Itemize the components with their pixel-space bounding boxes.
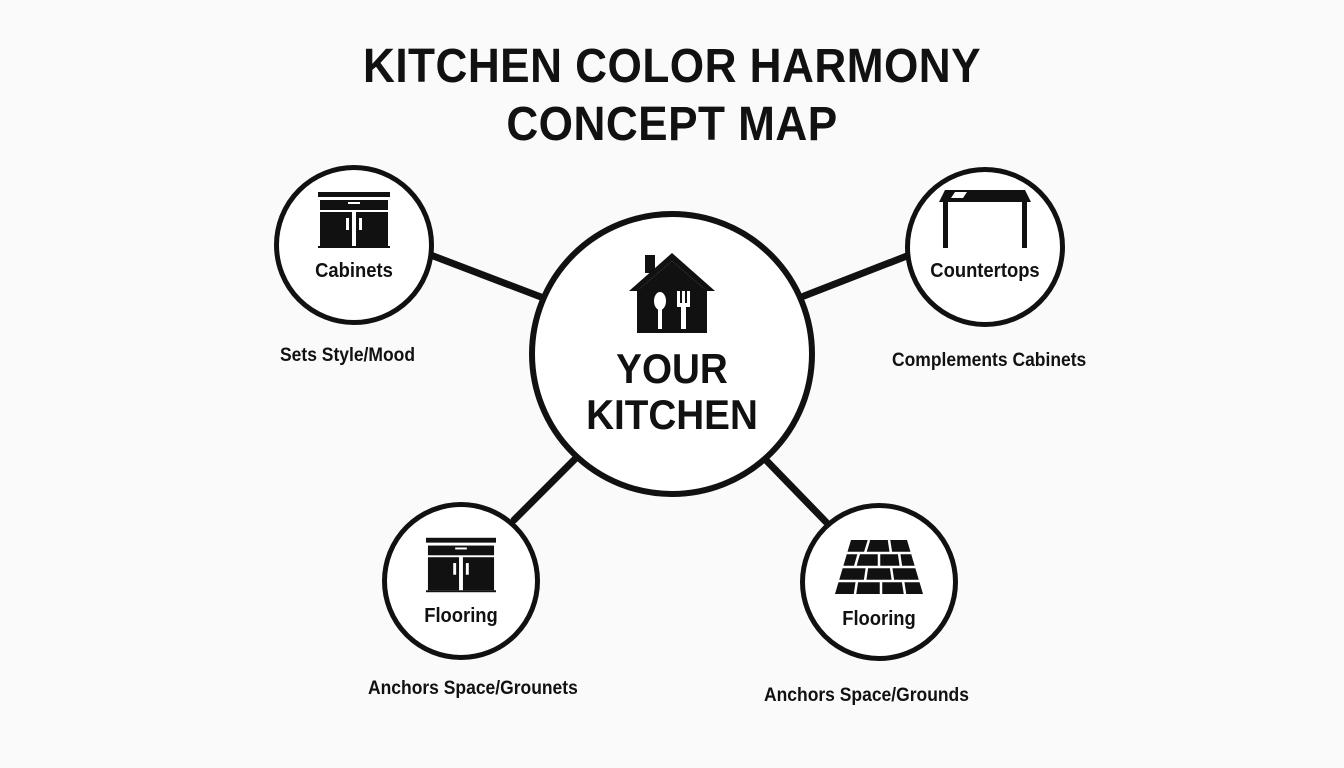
caption-flooring-left: Anchors Space/Grounets (368, 678, 578, 699)
center-label-line-2: KITCHEN (586, 391, 758, 438)
diagram-title-line-2: CONCEPT MAP (506, 98, 838, 151)
caption-flooring-right: Anchors Space/Grounds (764, 685, 969, 706)
node-cabinets[interactable]: Cabinets (274, 165, 434, 325)
node-label-flooring-right: Flooring (842, 608, 916, 630)
connector-cabinets (424, 250, 545, 301)
cabinet-icon (426, 537, 496, 598)
caption-countertops: Complements Cabinets (892, 350, 1087, 371)
node-flooring-left[interactable]: Flooring (382, 502, 540, 660)
center-label-line-1: YOUR (616, 345, 728, 392)
countertop-table-icon (937, 188, 1033, 255)
diagram-title-line-1: KITCHEN COLOR HARMONY (362, 40, 982, 93)
house-with-utensils-icon (627, 251, 717, 340)
node-label-flooring-left: Flooring (424, 605, 498, 627)
node-countertops[interactable]: Countertops (905, 167, 1065, 327)
caption-cabinets: Sets Style/Mood (280, 345, 416, 366)
center-node-your-kitchen[interactable]: YOUR KITCHEN (529, 211, 815, 497)
node-flooring-right[interactable]: Flooring (800, 503, 958, 661)
connector-flooring-right (760, 454, 830, 526)
cabinet-icon (318, 192, 390, 253)
floor-tiles-icon (835, 539, 923, 599)
connector-countertops (800, 250, 916, 300)
connector-flooring-left (510, 452, 582, 524)
node-label-countertops: Countertops (930, 260, 1040, 282)
node-label-cabinets: Cabinets (315, 260, 393, 282)
